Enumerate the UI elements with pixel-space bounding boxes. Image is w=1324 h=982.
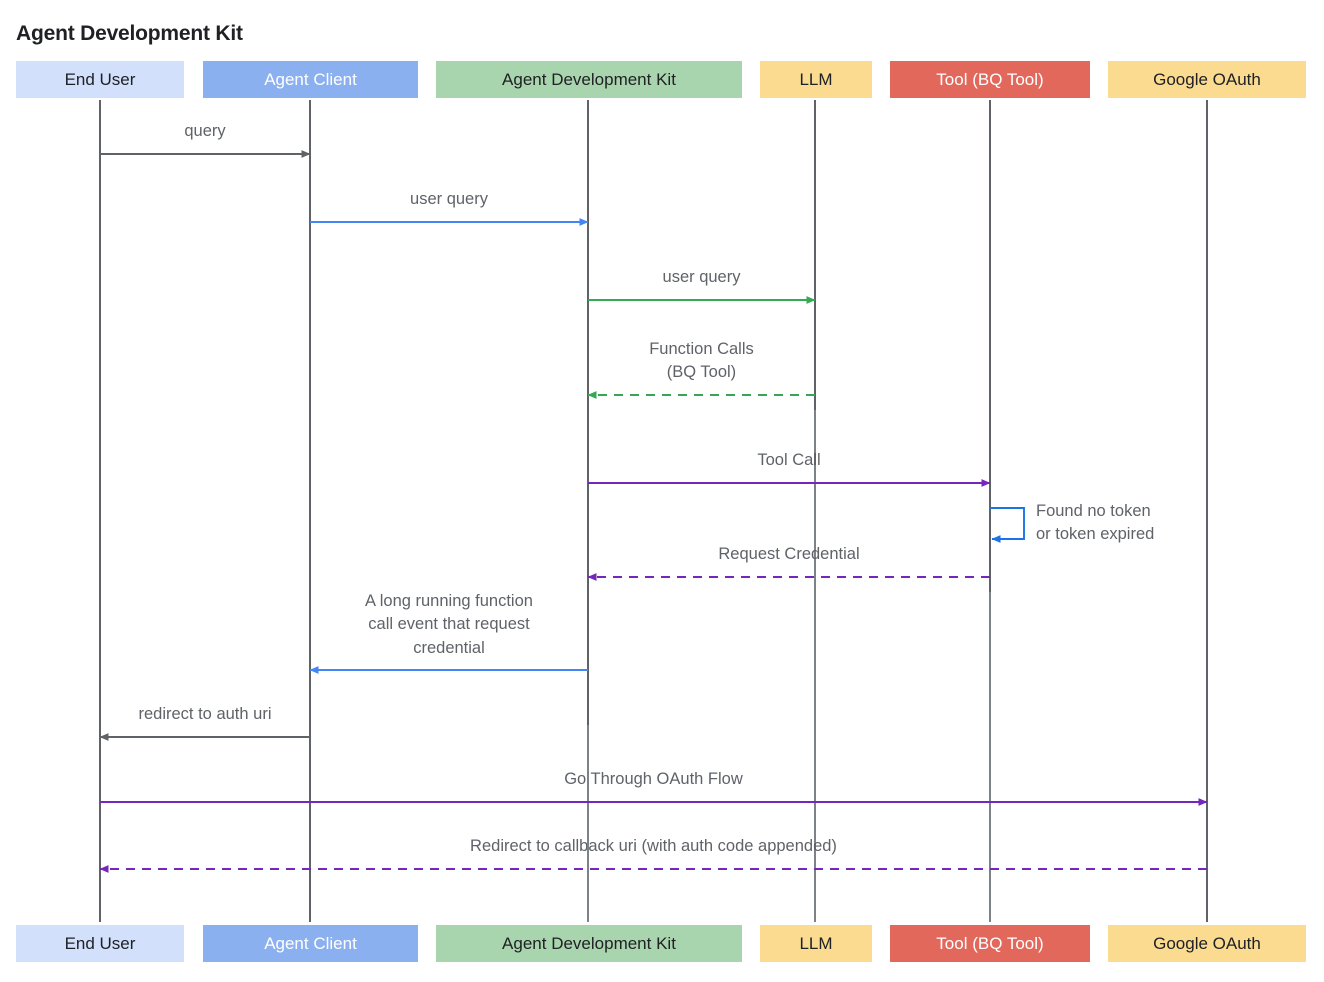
participant-footer-end-user[interactable]: End User bbox=[16, 925, 184, 962]
participant-header-tool[interactable]: Tool (BQ Tool) bbox=[890, 61, 1090, 98]
message-label-query: query bbox=[184, 122, 226, 140]
participant-footer-llm[interactable]: LLM bbox=[760, 925, 872, 962]
message-label-tool-call: Tool Call bbox=[757, 451, 821, 469]
message-label-long-running-fn: A long running function call event that … bbox=[365, 592, 533, 657]
participant-footer-adk[interactable]: Agent Development Kit bbox=[436, 925, 742, 962]
message-label-user-query-client: user query bbox=[410, 190, 488, 208]
participant-header-agent-client[interactable]: Agent Client bbox=[203, 61, 418, 98]
participant-header-oauth[interactable]: Google OAuth bbox=[1108, 61, 1306, 98]
page-title: Agent Development Kit bbox=[16, 22, 243, 45]
participant-header-end-user[interactable]: End User bbox=[16, 61, 184, 98]
message-label-oauth-flow: Go Through OAuth Flow bbox=[564, 770, 743, 788]
participant-footer-agent-client[interactable]: Agent Client bbox=[203, 925, 418, 962]
participant-header-adk[interactable]: Agent Development Kit bbox=[436, 61, 742, 98]
participant-footer-tool[interactable]: Tool (BQ Tool) bbox=[890, 925, 1090, 962]
self-message-found-no-token bbox=[990, 507, 1025, 543]
self-message-label-found-no-token: Found no token or token expired bbox=[1036, 502, 1155, 544]
participant-footer-oauth[interactable]: Google OAuth bbox=[1108, 925, 1306, 962]
participant-header-llm[interactable]: LLM bbox=[760, 61, 872, 98]
message-label-redirect-auth-uri: redirect to auth uri bbox=[138, 705, 272, 723]
message-label-function-calls: Function Calls (BQ Tool) bbox=[649, 340, 754, 382]
message-label-user-query-llm: user query bbox=[662, 268, 741, 286]
message-label-request-credential: Request Credential bbox=[718, 545, 860, 563]
message-label-redirect-callback: Redirect to callback uri (with auth code… bbox=[470, 837, 837, 855]
